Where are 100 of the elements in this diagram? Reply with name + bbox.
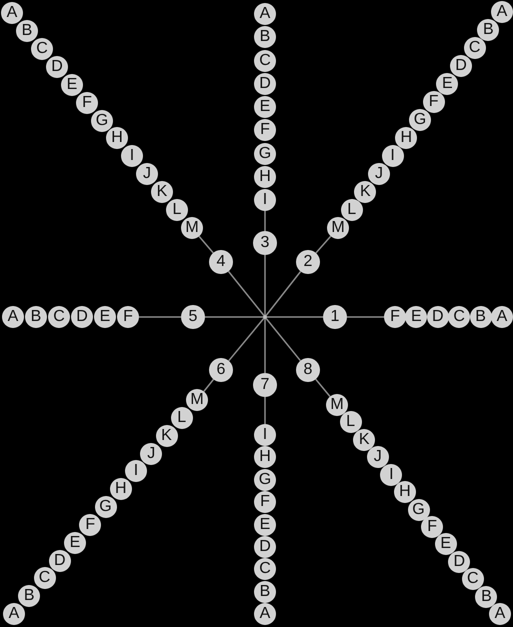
letter-circle: B: [470, 306, 492, 328]
letter-circle: L: [166, 199, 188, 222]
spoke-line: [203, 378, 214, 392]
number-circle: 4: [209, 250, 233, 274]
spoke-line: [264, 319, 266, 373]
letter-circle: I: [254, 424, 276, 446]
letter-circle: G: [91, 110, 113, 132]
letter-circle: H: [106, 127, 128, 150]
letter-circle: F: [117, 306, 139, 328]
number-circle: 8: [296, 358, 320, 382]
letter-circle: B: [477, 19, 500, 41]
spoke-line: [228, 318, 264, 362]
letter-circle: H: [254, 446, 276, 468]
letter-circle: K: [354, 181, 376, 203]
letter-circle: B: [254, 26, 276, 48]
letter-circle: B: [18, 585, 40, 608]
letter-circle: D: [254, 536, 276, 558]
letter-circle: I: [380, 464, 402, 486]
letter-circle: M: [186, 389, 208, 411]
letter-circle: C: [48, 306, 70, 328]
letter-circle: E: [61, 74, 83, 96]
number-circle: 1: [323, 305, 347, 329]
letter-circle: D: [450, 55, 472, 77]
letter-circle: I: [121, 145, 143, 168]
letter-circle: H: [395, 127, 418, 149]
letter-circle: D: [46, 56, 68, 78]
letter-circle: D: [448, 550, 470, 573]
number-circle: 5: [181, 305, 205, 329]
letter-circle: I: [382, 145, 404, 167]
letter-circle: F: [384, 306, 406, 328]
letter-circle: H: [394, 481, 416, 504]
letter-circle: E: [434, 533, 457, 556]
letter-circle: C: [34, 567, 56, 590]
letter-circle: D: [71, 306, 93, 328]
spoke-line: [315, 378, 331, 397]
letter-circle: E: [64, 532, 86, 554]
letter-circle: H: [110, 478, 132, 500]
number-circle: 7: [253, 373, 277, 397]
letter-circle: G: [94, 496, 116, 518]
spoke-line: [266, 318, 301, 362]
letter-circle: G: [408, 498, 430, 520]
letter-circle: C: [462, 568, 484, 590]
letter-circle: F: [421, 516, 444, 538]
letter-circle: A: [491, 1, 513, 23]
letter-circle: B: [25, 306, 47, 328]
spoke-line: [267, 316, 323, 318]
letter-circle: E: [254, 514, 276, 536]
spoke-line: [139, 316, 181, 318]
letter-circle: F: [254, 119, 276, 142]
letter-circle: M: [327, 217, 349, 239]
spoke-line: [347, 316, 384, 318]
letter-circle: E: [94, 306, 116, 328]
letter-circle: D: [254, 72, 276, 95]
letter-circle: H: [254, 166, 276, 188]
letter-circle: B: [254, 580, 276, 603]
spoke-line: [198, 236, 214, 254]
letter-circle: J: [136, 163, 158, 186]
letter-circle: K: [156, 424, 178, 447]
letter-circle: K: [151, 181, 173, 204]
center-point: [263, 315, 267, 319]
letter-circle: F: [254, 491, 276, 514]
letter-circle: M: [326, 394, 348, 416]
letter-circle: K: [353, 428, 376, 451]
letter-circle: I: [125, 460, 147, 482]
letter-circle: E: [405, 306, 428, 328]
letter-circle: A: [489, 603, 511, 625]
letter-circle: B: [16, 20, 38, 42]
letter-circle: C: [254, 50, 276, 72]
letter-circle: A: [3, 603, 25, 625]
letter-circle: J: [366, 446, 389, 468]
letter-circle: C: [464, 37, 486, 59]
letter-circle: A: [2, 306, 24, 328]
letter-circle: A: [254, 3, 276, 25]
letter-circle: C: [448, 306, 470, 328]
letter-circle: D: [48, 550, 71, 572]
spoke-line: [264, 255, 266, 315]
spoke-line: [264, 211, 266, 231]
letter-circle: G: [409, 109, 431, 131]
letter-circle: E: [436, 73, 458, 95]
letter-circle: F: [79, 514, 102, 536]
letter-circle: B: [475, 586, 498, 608]
letter-circle: A: [1, 2, 23, 24]
letter-circle: L: [340, 199, 363, 221]
number-circle: 2: [296, 250, 320, 274]
letter-circle: A: [491, 306, 513, 328]
number-circle: 3: [253, 231, 277, 255]
letter-circle: G: [254, 468, 276, 491]
spoke-line: [228, 270, 264, 316]
letter-circle: D: [426, 306, 449, 328]
letter-circle: A: [254, 603, 276, 625]
letter-circle: L: [340, 411, 362, 434]
letter-circle: F: [422, 91, 445, 113]
letter-circle: J: [140, 442, 162, 464]
letter-circle: I: [254, 189, 276, 211]
letter-circle: M: [181, 217, 203, 239]
letter-circle: E: [254, 96, 276, 118]
spoke-line: [205, 316, 263, 318]
letter-circle: G: [254, 142, 276, 164]
letter-circle: C: [31, 38, 53, 60]
spoke-line: [315, 236, 332, 254]
